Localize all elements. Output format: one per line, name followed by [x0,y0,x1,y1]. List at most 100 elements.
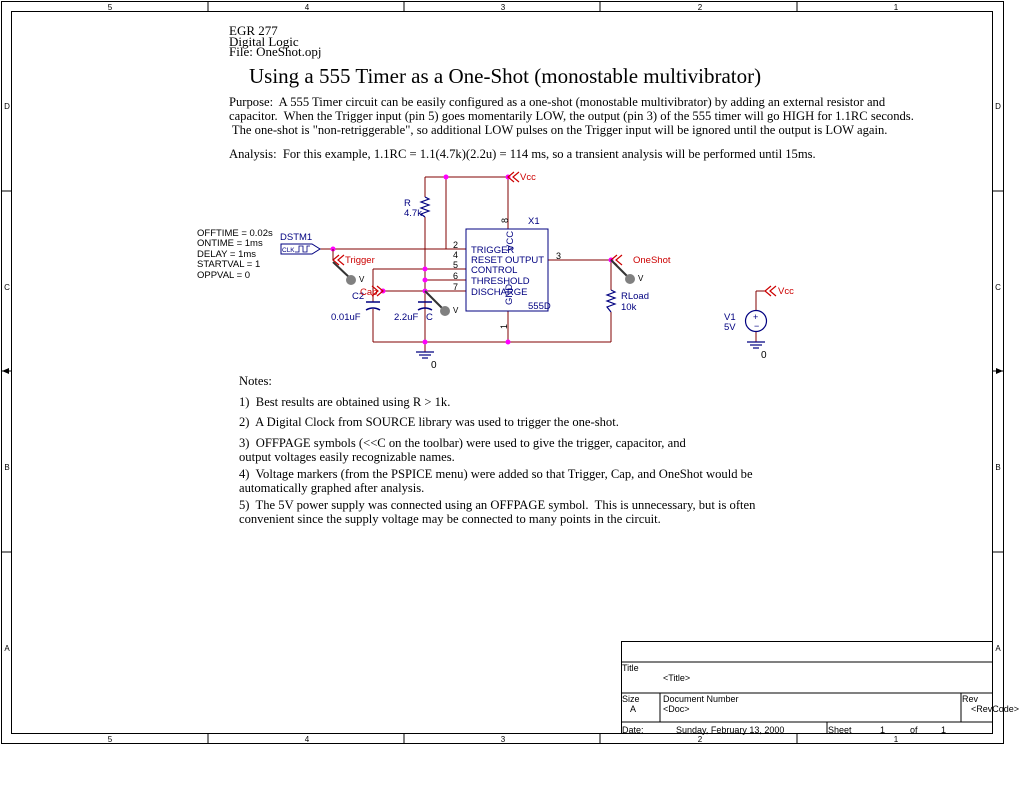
ic-pin-label-trigger: TRIGGER [471,245,514,256]
ground-symbol-main [416,351,434,359]
c2-value: 0.01uF [331,312,361,323]
rload-name: RLoad [621,291,649,302]
ic-pin-number-7: 7 [453,282,458,292]
digital-clock-source[interactable]: OFFTIME = 0.02s ONTIME = 1ms DELAY = 1ms… [197,228,321,281]
voltage-marker-cap[interactable]: V [424,290,459,316]
offpage-trigger-label: Trigger [345,255,375,266]
border-row-label-left: C [4,283,10,292]
c-plate-curved [417,307,433,311]
offpage-trigger[interactable]: Trigger [332,249,375,266]
border-row-label-right: B [995,463,1000,472]
resistor-rload[interactable]: RLoad 10k [605,289,649,313]
border-arrows [2,368,1003,374]
voltage-marker-oneshot[interactable]: V [610,259,644,284]
analysis-text: Analysis: For this example, 1.1RC = 1.1(… [229,147,816,161]
v1-name: V1 [724,312,736,323]
note-line: automatically graphed after analysis. [239,481,424,495]
purpose-line: Purpose: A 555 Timer circuit can be easi… [229,95,886,109]
ic-pin-label-threshold: THRESHOLD [471,276,530,287]
probe-icon [440,306,450,316]
resistor-r[interactable]: R 4.7k [404,196,431,219]
border-col-label-bottom: 4 [305,735,310,744]
probe-stem [610,259,630,279]
subject-name: Digital Logic [229,34,299,49]
v1-minus-icon: − [754,321,759,331]
notes-heading: Notes: [239,374,272,388]
capacitor-c2[interactable]: C2 0.01uF [331,291,381,323]
note-line: output voltages easily recognizable name… [239,450,455,464]
ic-part-number: 555D [528,301,551,312]
timer-555-ic[interactable]: X1 555D TRIGGER RESET CONTROL THRESHOLD … [453,216,561,329]
note-line: 4) Voltage markers (from the PSPICE menu… [239,467,753,481]
ic-pin-number-6: 6 [453,271,458,281]
rload-symbol [605,289,617,313]
ic-pin-number-1: 1 [499,324,509,329]
title-block-of-label: of [910,725,918,735]
ic-pin-number-3: 3 [556,251,561,261]
source-param: DELAY = 1ms [197,249,256,260]
probe-stem [424,290,445,311]
clock-wave-icon [295,245,310,253]
border-row-label-left: B [4,463,9,472]
border-row-label-right: C [995,283,1001,292]
title-block-sheet-total: 1 [941,725,946,735]
ic-pin-label-reset: RESET [471,255,503,266]
offpage-cap[interactable]: Cap [360,285,384,298]
border-col-label-top: 3 [501,3,506,12]
note-line: 1) Best results are obtained using R > 1… [239,395,450,409]
border-col-label-top: 4 [305,3,310,12]
capacitor-c[interactable]: 2.2uF C [394,301,433,323]
voltage-marker-trigger[interactable]: V [332,261,365,285]
title-block-rev-value: <RevCode> [971,704,1019,714]
v1-symbol [744,309,768,333]
note-line: 2) A Digital Clock from SOURCE library w… [239,415,619,429]
junction-dot [422,339,428,345]
marker-label: V [359,275,365,284]
title-block-title-value: <Title> [663,673,690,683]
course-name: EGR 277 [229,23,278,38]
title-block-date-value: Sunday, February 13, 2000 [676,725,784,735]
purpose-line: The one-shot is "non-retriggerable", so … [229,123,887,137]
rload-value: 10k [621,302,637,313]
offpage-oneshot-label: OneShot [633,255,671,266]
border-col-label-top: 2 [698,3,703,12]
title-block-size-value: A [630,704,636,714]
offpage-vcc-right[interactable]: Vcc [764,285,794,297]
title-block-sheet-label: Sheet [828,725,852,735]
offpage-vcc-top-label: Vcc [520,172,536,183]
note-line: 3) OFFPAGE symbols (<<C on the toolbar) … [239,436,686,450]
ground-label-main: 0 [431,360,437,371]
v1-plus-icon: + [753,312,758,322]
junction-dot [505,339,511,345]
junction-dot [422,266,428,272]
c-value: 2.2uF [394,312,418,323]
title-block [621,641,993,734]
source-param: OPPVAL = 0 [197,270,250,281]
title-block-rev-label: Rev [962,694,979,704]
ic-pin-label-output: OUTPUT [505,255,544,266]
junction-dot [422,277,428,283]
ic-pin-label-gnd: GND [504,284,515,305]
offpage-arrow-icon [764,285,777,297]
source-param: STARTVAL = 1 [197,259,260,270]
border-row-label-right: D [995,102,1001,111]
border-row-label-left: D [4,102,10,111]
border-col-label-bottom: 3 [501,735,506,744]
offpage-vcc-top[interactable]: Vcc [507,171,536,183]
voltage-source-v1[interactable]: + − V1 5V [724,309,768,334]
offpage-oneshot[interactable]: OneShot [610,254,671,266]
border-col-label-top: 1 [894,3,899,12]
dstm-name: DSTM1 [280,232,312,243]
ic-pin-label-discharge: DISCHARGE [471,287,527,298]
v1-value: 5V [724,322,736,333]
c2-name: C2 [352,291,364,302]
junction-dot [443,174,449,180]
ic-pin-label-control: CONTROL [471,265,517,276]
note-line: convenient since the supply voltage may … [239,512,661,526]
source-param: ONTIME = 1ms [197,238,263,249]
resistor-r-symbol [419,196,431,218]
title-block-date-label: Date: [622,725,644,735]
title-block-sheet-number: 1 [880,725,885,735]
ic-pin-number-5: 5 [453,260,458,270]
